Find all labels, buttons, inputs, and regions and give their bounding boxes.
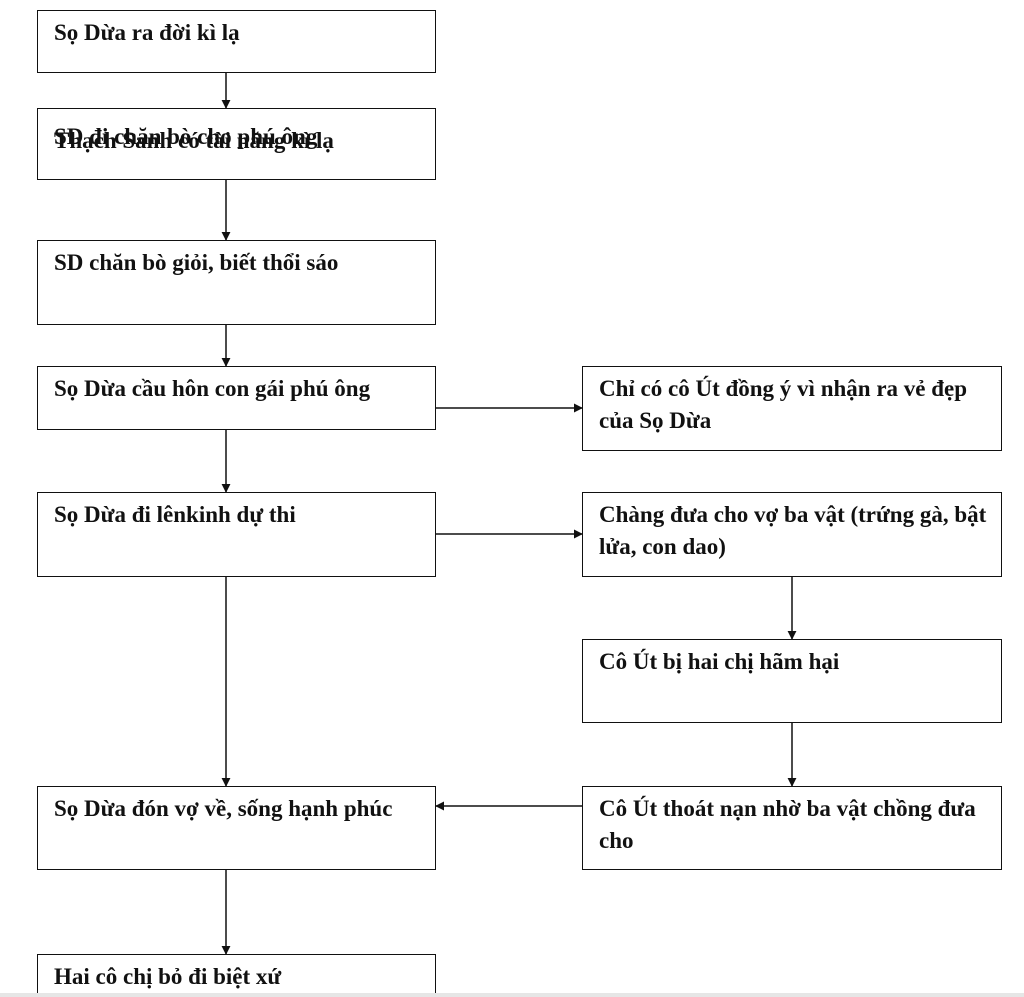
node-exam-trip: Sọ Dừa đi lênkinh dự thi	[37, 492, 436, 577]
node-label: Cô Út thoát nạn nhờ ba vật chồng đưa cho	[599, 796, 976, 853]
bottom-edge-bar	[0, 993, 1024, 997]
node-good-herder: SD chăn bò giỏi, biết thổi sáo	[37, 240, 436, 325]
node-escape: Cô Út thoát nạn nhờ ba vật chồng đưa cho	[582, 786, 1002, 870]
node-label: Sọ Dừa đi lênkinh dự thi	[54, 502, 296, 527]
node-three-items: Chàng đưa cho vợ ba vật (trứng gà, bật l…	[582, 492, 1002, 577]
node-so-dua-birth: Sọ Dừa ra đời kì lạ	[37, 10, 436, 73]
node-overlapping-labels: SD đi chăn bò cho phú ông Thạch Sanh có …	[37, 108, 436, 180]
node-harmed: Cô Út bị hai chị hãm hại	[582, 639, 1002, 723]
node-label: Sọ Dừa ra đời kì lạ	[54, 20, 240, 45]
node-label: Sọ Dừa đón vợ về, sống hạnh phúc	[54, 796, 393, 821]
node-label: SD chăn bò giỏi, biết thổi sáo	[54, 250, 339, 275]
node-youngest-agrees: Chỉ có cô Út đồng ý vì nhận ra vẻ đẹp củ…	[582, 366, 1002, 451]
node-sisters-leave: Hai cô chị bỏ đi biệt xứ	[37, 954, 436, 997]
node-reunion: Sọ Dừa đón vợ về, sống hạnh phúc	[37, 786, 436, 870]
node-label: Sọ Dừa cầu hôn con gái phú ông	[54, 376, 371, 401]
node-label: Chàng đưa cho vợ ba vật (trứng gà, bật l…	[599, 502, 987, 559]
node-proposal: Sọ Dừa cầu hôn con gái phú ông	[37, 366, 436, 430]
node-label: Chỉ có cô Út đồng ý vì nhận ra vẻ đẹp củ…	[599, 376, 968, 433]
node-label-herding: SD đi chăn bò cho phú ông	[54, 124, 318, 149]
node-label: Hai cô chị bỏ đi biệt xứ	[54, 964, 282, 989]
node-label-thach-sanh: Thạch Sanh có tài năng kì lạ	[54, 128, 334, 153]
node-label: Cô Út bị hai chị hãm hại	[599, 649, 840, 674]
